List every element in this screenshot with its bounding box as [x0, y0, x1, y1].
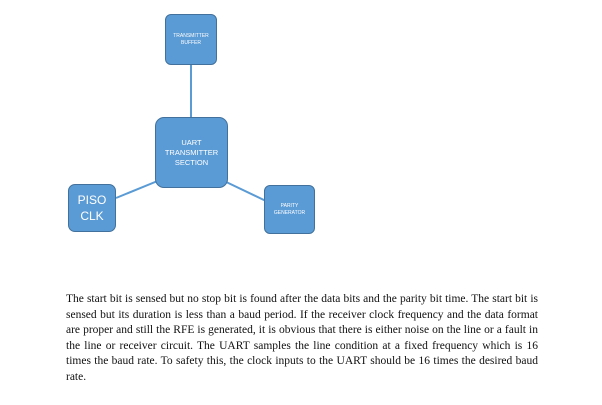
connector-uart-to-parity — [221, 179, 267, 202]
uart-transmitter-section-node: UART TRANSMITTER SECTION — [155, 117, 228, 188]
block-diagram: TRANSMITTER BUFFER UART TRANSMITTER SECT… — [68, 14, 315, 234]
connector-uart-to-piso — [115, 179, 161, 199]
transmitter-buffer-node: TRANSMITTER BUFFER — [165, 14, 217, 65]
body-paragraph: The start bit is sensed but no stop bit … — [66, 293, 538, 383]
piso-clk-node: PISO CLK — [68, 184, 116, 232]
parity-generator-node: PARITY GENERATOR — [264, 185, 315, 234]
connector-layer — [115, 65, 267, 202]
